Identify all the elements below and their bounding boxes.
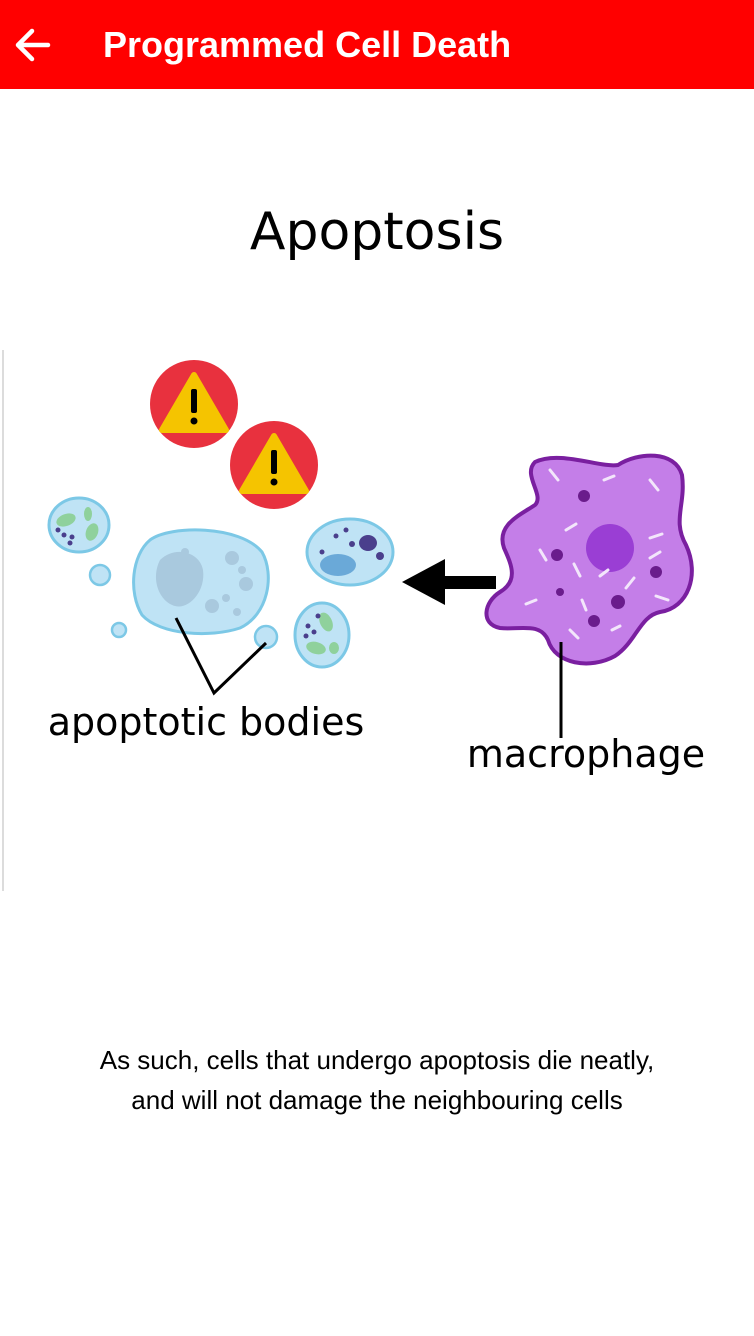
apoptotic-body [293,601,351,669]
caption-text: As such, cells that undergo apoptosis di… [0,1040,754,1120]
apoptosis-diagram: apoptotic bodies macrophage [47,360,705,776]
macrophage-label: macrophage [467,732,705,776]
label-pointer [174,617,268,696]
apoptotic-body [305,517,395,587]
divider [2,350,4,891]
apoptotic-body [253,624,279,650]
arrow-left-icon [402,559,496,605]
page-title: Apoptosis [249,202,505,262]
dying-cell [132,528,270,636]
apoptotic-bodies-label: apoptotic bodies [48,700,365,744]
back-button[interactable] [10,22,56,68]
warning-icon [230,421,318,509]
macrophage [484,453,694,666]
app-bar: Programmed Cell Death [0,0,754,89]
apoptotic-body [88,563,112,587]
apoptotic-body [110,621,128,639]
caption-line: and will not damage the neighbouring cel… [131,1085,623,1115]
caption-line: As such, cells that undergo apoptosis di… [99,1045,655,1075]
apoptotic-body [47,496,111,554]
arrow-left-icon [15,28,51,62]
app-bar-title: Programmed Cell Death [103,24,512,65]
warning-icon [150,360,238,448]
